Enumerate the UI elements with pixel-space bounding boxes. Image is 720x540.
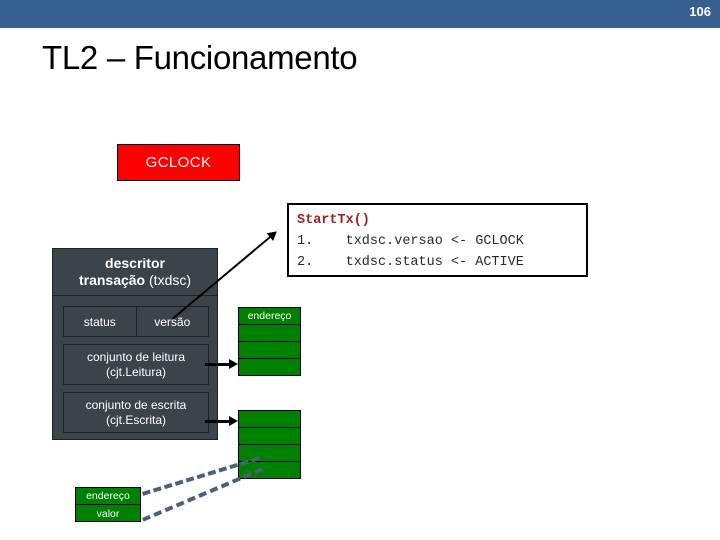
memory-row <box>239 342 300 359</box>
memory-row: endereço <box>239 308 300 325</box>
memory-row <box>239 359 300 376</box>
code-line-1: 1. txdsc.versao <- GCLOCK <box>297 234 524 249</box>
txdsc-header-line1: descritor <box>105 255 165 271</box>
txdsc-header: descritor transação (txdsc) <box>53 249 217 296</box>
code-title: StartTx() <box>297 213 370 228</box>
code-block: StartTx() 1. txdsc.versao <- GCLOCK 2. t… <box>287 203 588 277</box>
memory-row <box>239 445 300 462</box>
write-set-line2: (cjt.Escrita) <box>106 412 166 427</box>
page-title: TL2 – Funcionamento <box>42 39 358 76</box>
transaction-descriptor-box: descritor transação (txdsc) status versã… <box>52 248 218 440</box>
page-number: 106 <box>689 4 711 19</box>
memory-entry-pair: endereço valor <box>75 487 141 522</box>
txdsc-field-row: status versão <box>63 306 209 337</box>
write-set-box: conjunto de escrita (cjt.Escrita) <box>63 392 209 433</box>
read-set-line2: (cjt.Leitura) <box>105 364 167 379</box>
txdsc-header-line2-bold: transação <box>78 272 146 288</box>
header-bar <box>0 0 720 28</box>
memory-entry-value: valor <box>96 507 120 520</box>
memory-row <box>239 411 300 428</box>
code-line-2: 2. txdsc.status <- ACTIVE <box>297 255 524 270</box>
arrow-read-set-to-memory <box>205 359 238 369</box>
gclock-box: GCLOCK <box>117 144 240 181</box>
arrow-write-set-to-memory <box>205 416 238 426</box>
txdsc-header-line2-rest: (txdsc) <box>145 272 192 288</box>
memory-row <box>239 325 300 342</box>
txdsc-field-status: status <box>64 307 136 336</box>
memory-table-write <box>238 410 301 479</box>
txdsc-header-line2: transação (txdsc) <box>79 272 191 289</box>
txdsc-field-versao: versão <box>135 307 208 336</box>
read-set-line1: conjunto de leitura <box>86 349 186 364</box>
gclock-label: GCLOCK <box>145 154 212 171</box>
write-set-line1: conjunto de escrita <box>85 397 187 412</box>
memory-entry-address: endereço <box>76 488 140 505</box>
memory-row <box>239 428 300 445</box>
read-set-box: conjunto de leitura (cjt.Leitura) <box>63 344 209 385</box>
memory-table-read: endereço <box>238 307 301 376</box>
